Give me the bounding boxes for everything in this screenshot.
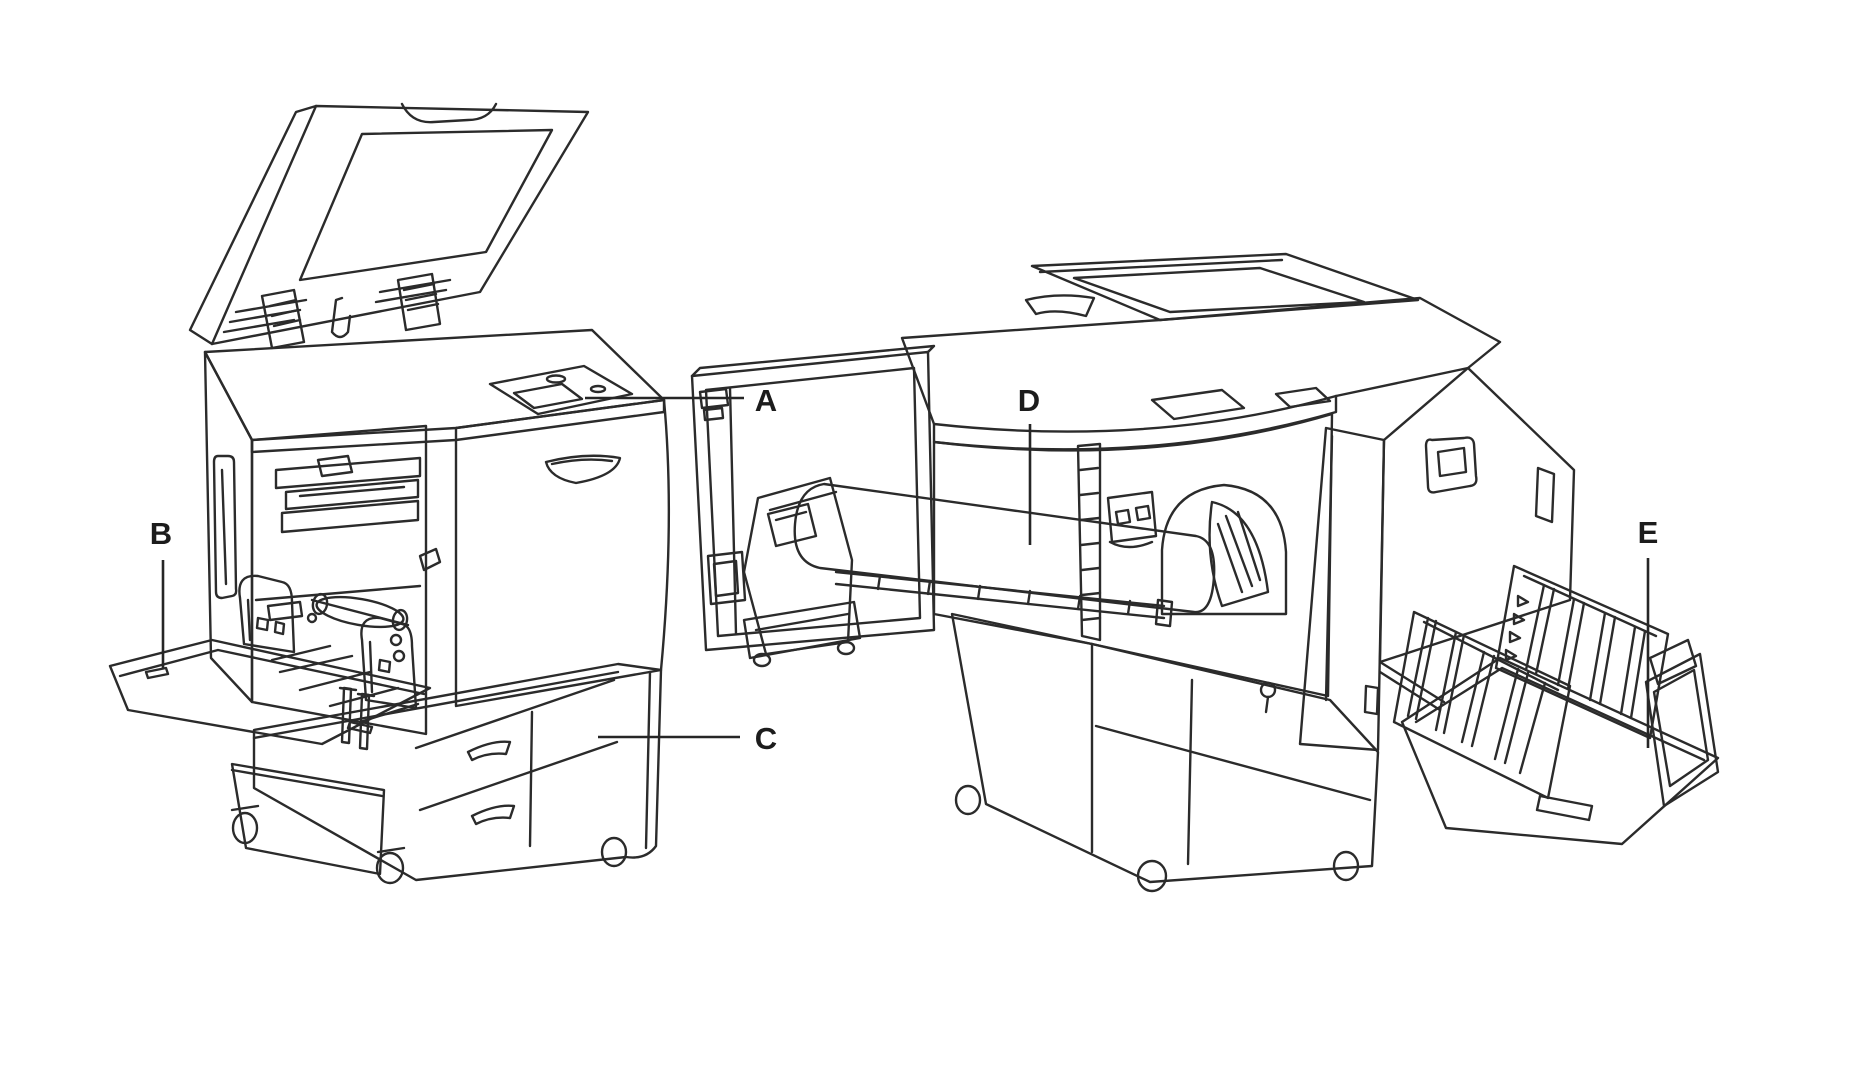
drum-slide-rail: [834, 570, 1174, 628]
left-machine-view: [108, 102, 671, 885]
master-making-unit-cavity: [250, 424, 442, 736]
top-tray: [1024, 252, 1420, 322]
paper-guide-left: [238, 574, 296, 654]
front-panel: [454, 398, 671, 708]
drawer-handle-lower: [470, 804, 516, 826]
front-door-open: [690, 344, 936, 652]
deck-cutout-large: [1150, 388, 1246, 421]
base-cabinet-right: [950, 612, 1380, 893]
recessed-handle: [544, 454, 622, 485]
paper-receiving-tray: [1378, 564, 1720, 846]
label-c: C: [755, 721, 777, 756]
deck-cutout-small: [1274, 386, 1332, 409]
callout-e: E: [1638, 515, 1659, 748]
receiving-guide-front: [1392, 610, 1572, 800]
callout-d: D: [1018, 383, 1040, 545]
cover-hinge-left: [260, 288, 306, 350]
corner-pillar: [1298, 426, 1386, 752]
drawer-handle-upper: [466, 740, 512, 762]
drum-opening: [1160, 483, 1288, 616]
cover-hinge-right: [396, 272, 442, 332]
base-cabinet: [252, 662, 663, 882]
document-cover-open: [188, 102, 590, 350]
casters-right-machine: [954, 784, 1360, 893]
front-door: [528, 710, 534, 848]
receiving-guide-rear: [1494, 564, 1670, 740]
right-machine-view: [690, 252, 1720, 893]
label-e: E: [1638, 515, 1659, 550]
display-panel: [512, 382, 584, 410]
machine-top-deck: [900, 296, 1502, 494]
callout-a: A: [585, 383, 777, 418]
feed-roller: [310, 592, 410, 632]
feed-tray-support: [230, 762, 386, 876]
control-panel: [488, 364, 634, 416]
callout-c: C: [598, 721, 777, 756]
right-side-panel: [1378, 366, 1576, 664]
print-cylinder: [793, 482, 1216, 614]
paper-guide-right: [360, 616, 418, 710]
label-d: D: [1018, 383, 1040, 418]
carriage-handle: [766, 502, 818, 548]
drum-carriage: [742, 476, 862, 668]
callouts: A B C D E: [150, 383, 1659, 756]
label-b: B: [150, 516, 172, 551]
callout-b: B: [150, 516, 172, 668]
lock-lever: [1424, 436, 1478, 494]
label-a: A: [755, 383, 777, 418]
paper-feed-tray: [108, 574, 432, 751]
left-side-panel: [203, 350, 254, 704]
casters-left-machine: [230, 804, 628, 885]
receiving-tray-base: [1400, 656, 1720, 846]
paper-stopper-fence: [1644, 638, 1720, 808]
cover-latch-hook: [330, 296, 352, 339]
release-button-box: [1106, 490, 1158, 549]
machine-body-right: [932, 366, 1576, 752]
